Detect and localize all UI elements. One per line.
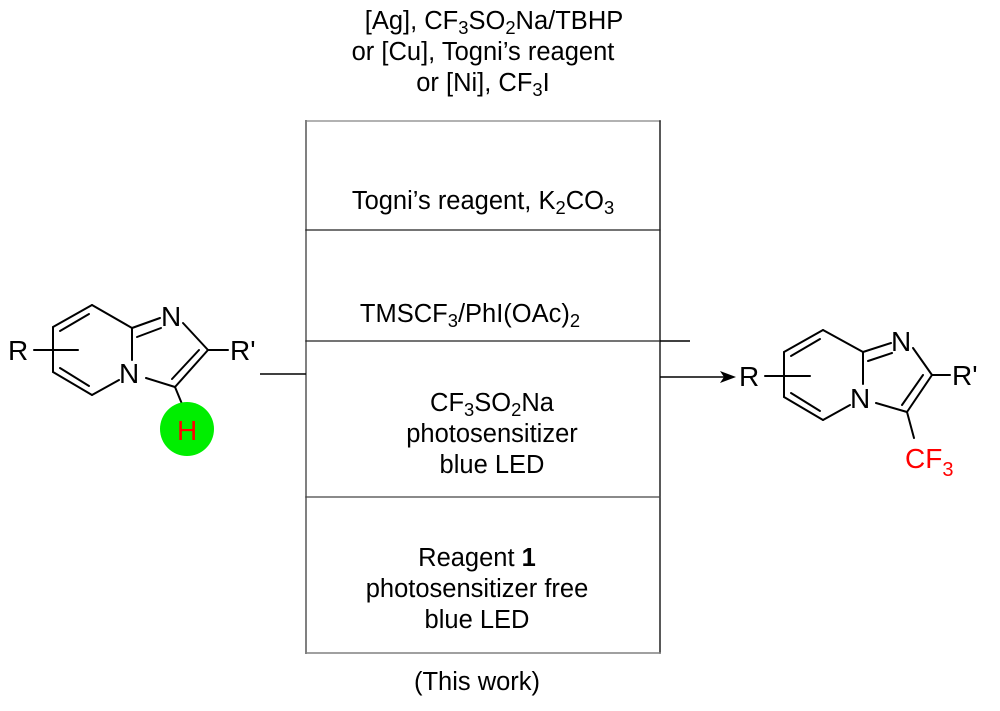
footer-this-work: (This work) [413, 668, 541, 696]
condition-row-tmscf3: TMSCF3/PhI(OAc)2 [359, 300, 581, 332]
condition-line-cu: or [Cu], Togni’s reagent [351, 38, 615, 66]
product-arrow-head-icon [720, 371, 736, 383]
conditions-box [305, 120, 661, 654]
reactant-structure [33, 304, 229, 405]
reactant-r-label: R [8, 335, 28, 366]
reagent-cf3so2na: CF3SO2Na [430, 389, 554, 421]
photosensitizer-text: photosensitizer [406, 420, 578, 448]
condition-line-ni: or [Ni], CF3I [416, 69, 550, 101]
blue-led-text: blue LED [424, 606, 530, 634]
reactant-n1-label: N [161, 301, 181, 332]
blue-led-text: blue LED [439, 451, 545, 479]
product-r-label: R [739, 361, 759, 392]
product-n4-label: N [850, 383, 870, 414]
condition-row-togni-k2co3: Togni’s reagent, K2CO3 [351, 187, 615, 219]
reactant-r-prime-label: R' [230, 335, 256, 366]
header-conditions: [Ag], CF3SO2Na/TBHP or [Cu], Togni’s rea… [283, 6, 683, 99]
product-n1-label: N [891, 326, 911, 357]
product-r-prime-label: R' [952, 360, 978, 391]
product-structure [764, 329, 951, 439]
condition-row-photosensitizer: CF3SO2Na photosensitizer blue LED [292, 388, 692, 481]
reactant-n4-label: N [119, 358, 139, 389]
reactant-h-label: H [177, 415, 197, 446]
product-cf3-label: CF3 [905, 443, 953, 481]
photosensitizer-free-text: photosensitizer free [365, 575, 589, 603]
condition-line-ag: [Ag], CF3SO2Na/TBHP [364, 7, 624, 39]
highlight-circle [160, 402, 214, 456]
reagent-1-text: Reagent 1 [418, 544, 536, 572]
condition-row-this-work: Reagent 1 photosensitizer free blue LED [277, 543, 677, 636]
